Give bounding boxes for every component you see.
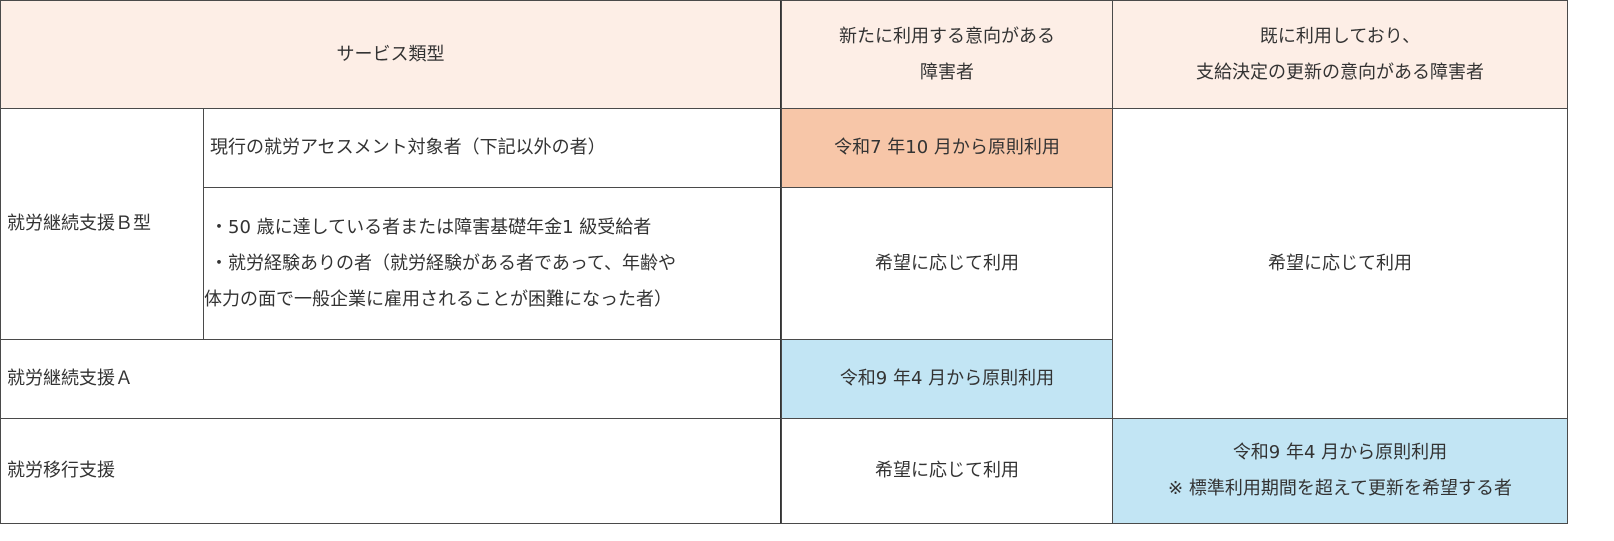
b-type-sub2-label: ・50 歳に達している者または障害基礎年金1 級受給者 ・就労経験ありの者（就労…: [203, 187, 782, 340]
row-label: 就労継続支援Ｂ型: [7, 213, 151, 234]
cell-text: 希望に応じて利用: [1268, 252, 1412, 274]
b-type-sub1-new: 令和7 年10 月から原則利用: [781, 108, 1113, 188]
header-label: サービス類型: [336, 43, 445, 65]
transition-new: 希望に応じて利用: [781, 418, 1113, 524]
row-b-type-label: 就労継続支援Ｂ型: [0, 108, 204, 340]
a-type-new: 令和9 年4 月から原則利用: [781, 339, 1113, 419]
header-service-type: サービス類型: [0, 0, 782, 109]
cell-text: 希望に応じて利用: [875, 460, 1019, 481]
cell-line: ※ 標準利用期間を超えて更新を希望する者: [1168, 478, 1512, 499]
cell-text: 令和9 年4 月から原則利用: [839, 368, 1055, 389]
header-line: 既に利用しており、: [1259, 25, 1421, 47]
b-type-sub1-label: 現行の就労アセスメント対象者（下記以外の者）: [203, 108, 782, 188]
header-line: 新たに利用する意向がある: [839, 25, 1055, 47]
row-a-type-label: 就労継続支援Ａ: [0, 339, 782, 419]
row-label: 現行の就労アセスメント対象者（下記以外の者）: [210, 137, 606, 158]
header-new-users: 新たに利用する意向がある 障害者: [781, 0, 1113, 109]
header-existing-users: 既に利用しており、 支給決定の更新の意向がある障害者: [1112, 0, 1568, 109]
b-a-existing: 希望に応じて利用: [1112, 108, 1568, 419]
row-label: 就労継続支援Ａ: [7, 368, 133, 389]
cell-line: 体力の面で一般企業に雇用されることが困難になった者）: [204, 288, 672, 310]
header-line: 障害者: [920, 61, 974, 83]
row-label: 就労移行支援: [7, 460, 115, 481]
b-type-sub2-new: 希望に応じて利用: [781, 187, 1113, 340]
cell-line: ・50 歳に達している者または障害基礎年金1 級受給者: [210, 216, 652, 238]
cell-text: 希望に応じて利用: [875, 252, 1019, 274]
cell-line: ・就労経験ありの者（就労経験がある者であって、年齢や: [210, 252, 677, 274]
transition-existing: 令和9 年4 月から原則利用 ※ 標準利用期間を超えて更新を希望する者: [1112, 418, 1568, 524]
header-line: 支給決定の更新の意向がある障害者: [1196, 61, 1484, 83]
row-transition-label: 就労移行支援: [0, 418, 782, 524]
cell-text: 令和7 年10 月から原則利用: [834, 137, 1060, 158]
cell-line: 令和9 年4 月から原則利用: [1232, 442, 1448, 463]
